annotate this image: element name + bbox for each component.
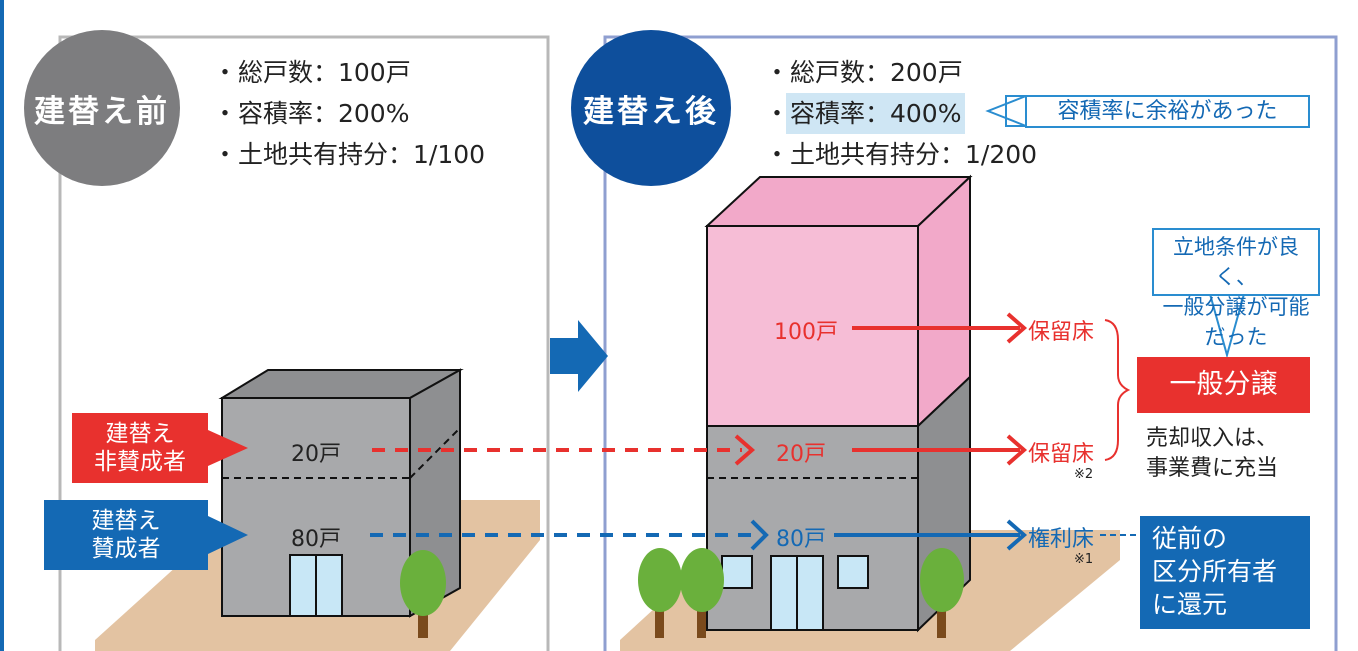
after-tree-trunk — [697, 598, 706, 638]
before-info-list: ・総戸数：100戸 ・容積率：200% ・土地共有持分：1/100 — [212, 52, 485, 175]
after-info-item: ・容積率：400% — [764, 93, 1037, 134]
reserved-floor-label-1: 保留床 — [1028, 320, 1095, 345]
after-tree-crown — [680, 548, 724, 612]
opposed-owner-tag: 建替え 非賛成者 — [72, 413, 208, 483]
after-info-item: ・土地共有持分：1/200 — [764, 140, 1038, 169]
before-info-item: ・土地共有持分：1/100 — [212, 140, 486, 169]
general-sale-box: 一般分譲 — [1137, 357, 1310, 413]
after-badge-label: 建替え後 — [583, 93, 719, 130]
callout-ratio-pointer — [985, 95, 1027, 127]
footnote-2: ※2 — [1074, 467, 1094, 482]
after-tree-trunk — [937, 598, 946, 638]
after-top-units: 100戸 — [770, 314, 842, 346]
after-window — [721, 555, 753, 589]
before-upper-units: 20戸 — [287, 436, 345, 468]
after-info-item: ・総戸数：200戸 — [764, 58, 963, 87]
sale-proceeds-note: 売却収入は、 事業費に充当 — [1146, 426, 1279, 481]
before-info-item: ・総戸数：100戸 — [212, 58, 411, 87]
after-window — [837, 555, 869, 589]
transition-arrow — [550, 320, 608, 392]
before-tree-trunk — [418, 600, 428, 638]
before-badge: 建替え前 — [24, 30, 180, 186]
before-panel-frame — [58, 35, 550, 651]
footnote-1: ※1 — [1074, 552, 1094, 567]
before-tree-crown — [400, 550, 446, 616]
callout-ratio: 容積率に余裕があった — [1025, 95, 1310, 128]
after-info-list: ・総戸数：200戸 ・容積率：400% ・土地共有持分：1/200 — [764, 52, 1037, 175]
after-panel-frame — [603, 35, 1338, 651]
before-badge-label: 建替え前 — [34, 93, 170, 130]
after-tree-trunk — [655, 598, 664, 638]
reserved-floor-label-2: 保留床 — [1028, 442, 1095, 467]
page-edge-line — [0, 0, 4, 651]
rights-floor-label: 権利床 — [1028, 527, 1095, 552]
after-bottom-units: 80戸 — [772, 521, 830, 553]
after-middle-units: 20戸 — [772, 436, 830, 468]
callout-location: 立地条件が良く、 一般分譲が可能だった — [1152, 228, 1320, 349]
reserved-brace — [1104, 319, 1131, 461]
after-tree-crown — [638, 548, 682, 612]
after-badge: 建替え後 — [571, 30, 731, 186]
before-info-item: ・容積率：200% — [212, 99, 410, 128]
returned-to-owners-box: 従前の 区分所有者 に還元 — [1140, 516, 1310, 629]
after-tree-crown — [920, 548, 964, 612]
approver-owner-tag: 建替え 賛成者 — [44, 500, 208, 570]
before-lower-units: 80戸 — [287, 521, 345, 553]
